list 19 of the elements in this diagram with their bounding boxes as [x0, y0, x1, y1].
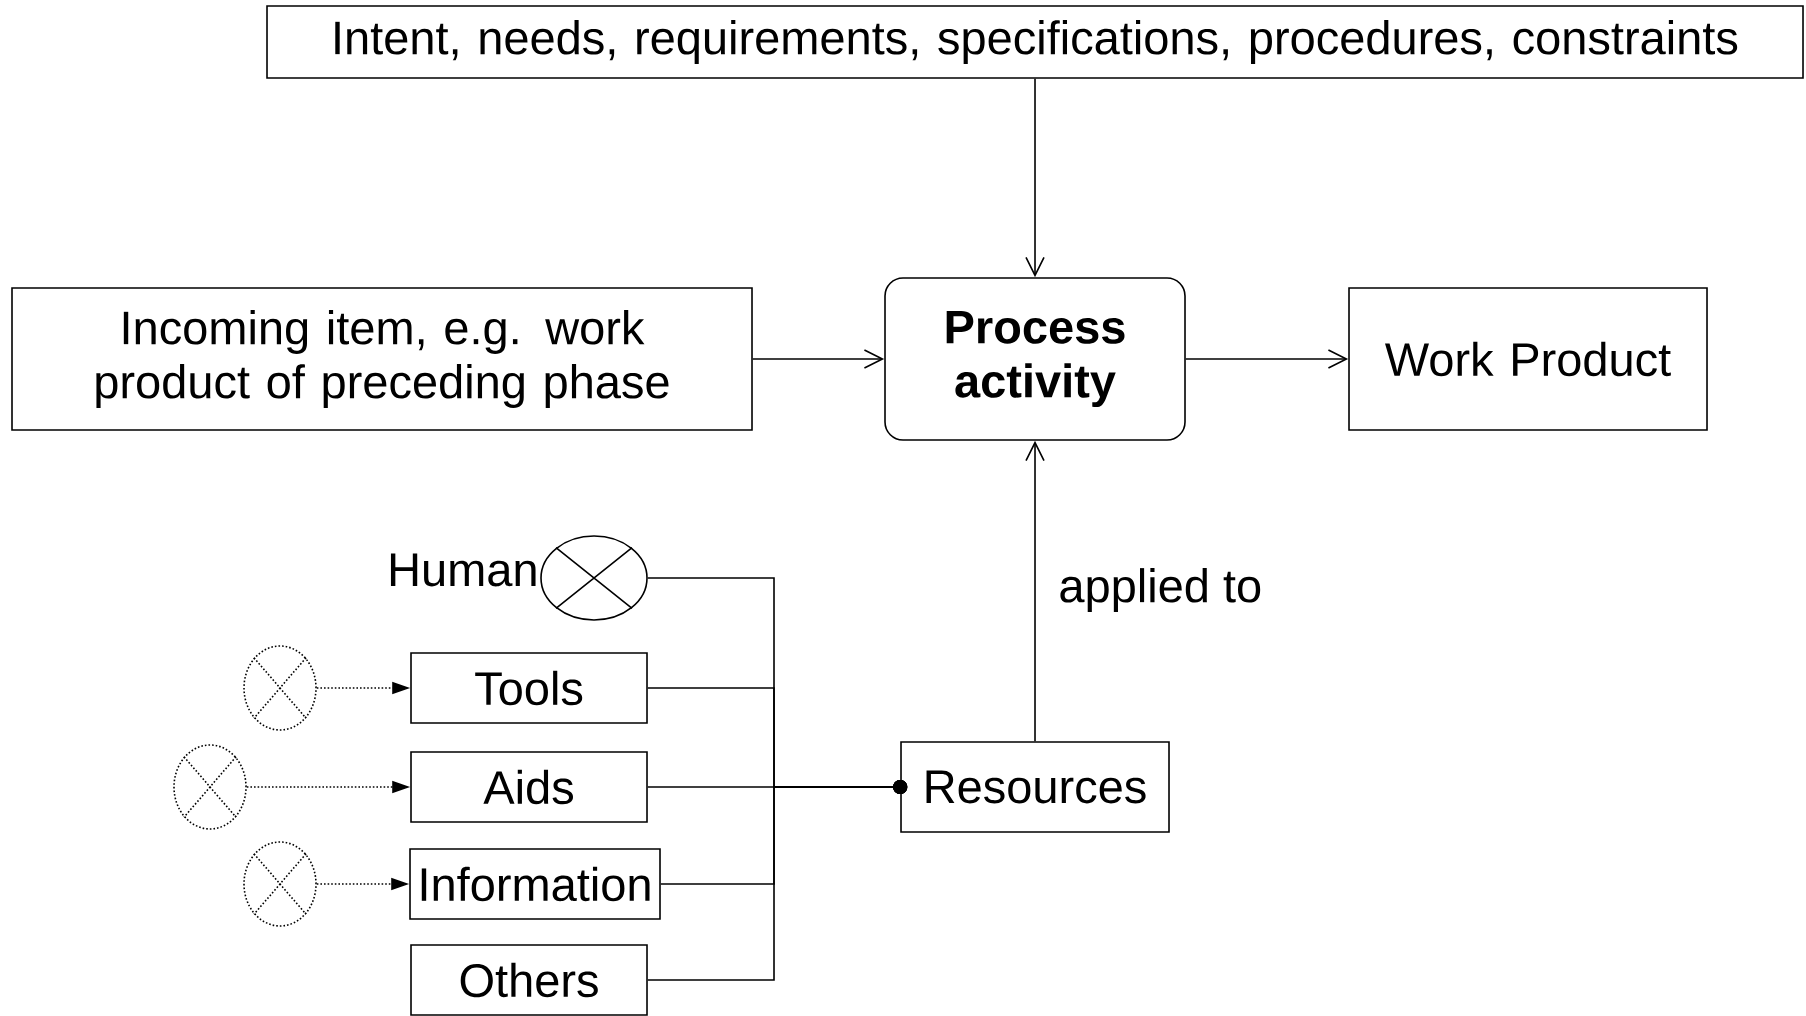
process-box: Aids	[410, 751, 648, 823]
edge-label: applied to	[1054, 564, 1267, 616]
process-box: Tools	[410, 652, 648, 724]
resource-symbol	[243, 841, 317, 927]
resource-symbol	[173, 744, 247, 830]
arrow	[1025, 440, 1045, 742]
process-box: Intent, needs, requirements, specifications, procedures, constraints	[266, 5, 1804, 79]
activity-box: Process activity	[884, 277, 1186, 441]
arrow	[1185, 349, 1349, 369]
process-box: Incoming item, e.g. work product of preceding phase	[11, 287, 753, 431]
arrow	[647, 780, 908, 981]
arrow	[1025, 78, 1045, 278]
process-box: Others	[410, 944, 648, 1016]
node-text: Human	[390, 553, 536, 587]
arrow	[752, 349, 885, 369]
process-box: Resources	[900, 741, 1170, 833]
process-box: Information	[409, 848, 661, 920]
resource-symbol	[243, 645, 317, 731]
process-box: Work Product	[1348, 287, 1708, 431]
